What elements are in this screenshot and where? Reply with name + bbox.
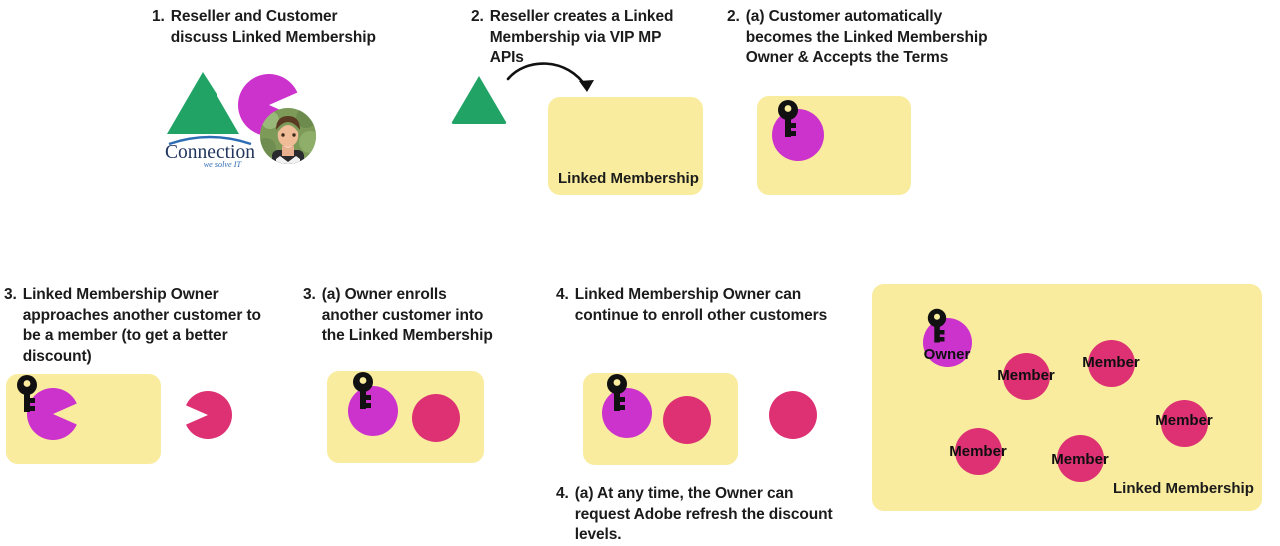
step-text: Reseller and Customer discuss Linked Mem…	[170, 8, 376, 46]
curved-arrow-icon	[506, 62, 594, 92]
connection-logo-tagline: we solve IT	[204, 160, 243, 168]
step-text: Linked Membership Owner approaches anoth…	[22, 286, 261, 365]
step-text: Linked Membership Owner can continue to …	[574, 286, 828, 324]
step-number: 1.	[152, 8, 165, 25]
reseller-triangle-step2	[450, 74, 508, 131]
caption-step-3: 3. Linked Membership Owner approaches an…	[4, 285, 269, 367]
triangle-icon	[451, 76, 507, 124]
caption-step-2: 2. Reseller creates a Linked Membership …	[471, 7, 691, 69]
connection-logo-name: Connection	[165, 142, 255, 163]
owner-label: Owner	[923, 346, 971, 363]
member-label: Member	[1051, 451, 1109, 468]
caption-step-1: 1. Reseller and Customer discuss Linked …	[152, 7, 397, 48]
caption-step-2a: 2. (a) Customer automatically becomes th…	[727, 7, 999, 69]
member-circle-final-4	[955, 428, 1002, 475]
member-label: Member	[949, 443, 1007, 460]
owner-circle-step4	[602, 388, 652, 438]
owner-circle-step2a	[772, 109, 824, 161]
caption-step-3a: 3. (a) Owner enrolls another customer in…	[303, 285, 503, 347]
diagram-canvas: 1. Reseller and Customer discuss Linked …	[4, 7, 1262, 543]
member-circle-step3a	[412, 394, 460, 442]
member-circle-final-5	[1057, 435, 1104, 482]
avatar	[260, 108, 316, 164]
member-label: Member	[997, 367, 1055, 384]
avatar-photo	[260, 108, 316, 164]
member-label: Member	[1155, 412, 1213, 429]
member-circle-final-2	[1088, 340, 1135, 387]
step-text: Reseller creates a Linked Membership via…	[489, 8, 674, 67]
connection-logo	[163, 68, 243, 143]
linked-membership-final-label: Linked Membership	[1113, 480, 1254, 497]
step-text: (a) At any time, the Owner can request A…	[574, 485, 833, 544]
step-text: (a) Owner enrolls another customer into …	[321, 286, 493, 345]
step-number: 2.	[471, 8, 484, 25]
connection-wordmark: Connection we solve IT	[155, 132, 265, 173]
step-number: 2.	[727, 8, 740, 25]
prospective-member-shape-step3	[184, 391, 232, 439]
member-circle-step4	[663, 396, 711, 444]
triangle-icon	[167, 72, 239, 134]
owner-circle-step3a	[348, 386, 398, 436]
step-number: 4.	[556, 286, 569, 303]
step-number: 3.	[303, 286, 316, 303]
member-circle-final-3	[1161, 400, 1208, 447]
linked-membership-box-step2	[548, 97, 703, 195]
caption-step-4: 4. Linked Membership Owner can continue …	[556, 285, 831, 326]
linked-membership-box-label: Linked Membership	[558, 170, 699, 187]
prospective-member-circle-step4	[769, 391, 817, 439]
step-number: 4.	[556, 485, 569, 502]
member-circle-final-1	[1003, 353, 1050, 400]
step-number: 3.	[4, 286, 17, 303]
step-text: (a) Customer automatically becomes the L…	[745, 8, 988, 67]
member-label: Member	[1082, 354, 1140, 371]
caption-step-4a: 4. (a) At any time, the Owner can reques…	[556, 484, 846, 546]
curved-arrow-step2	[505, 58, 605, 115]
